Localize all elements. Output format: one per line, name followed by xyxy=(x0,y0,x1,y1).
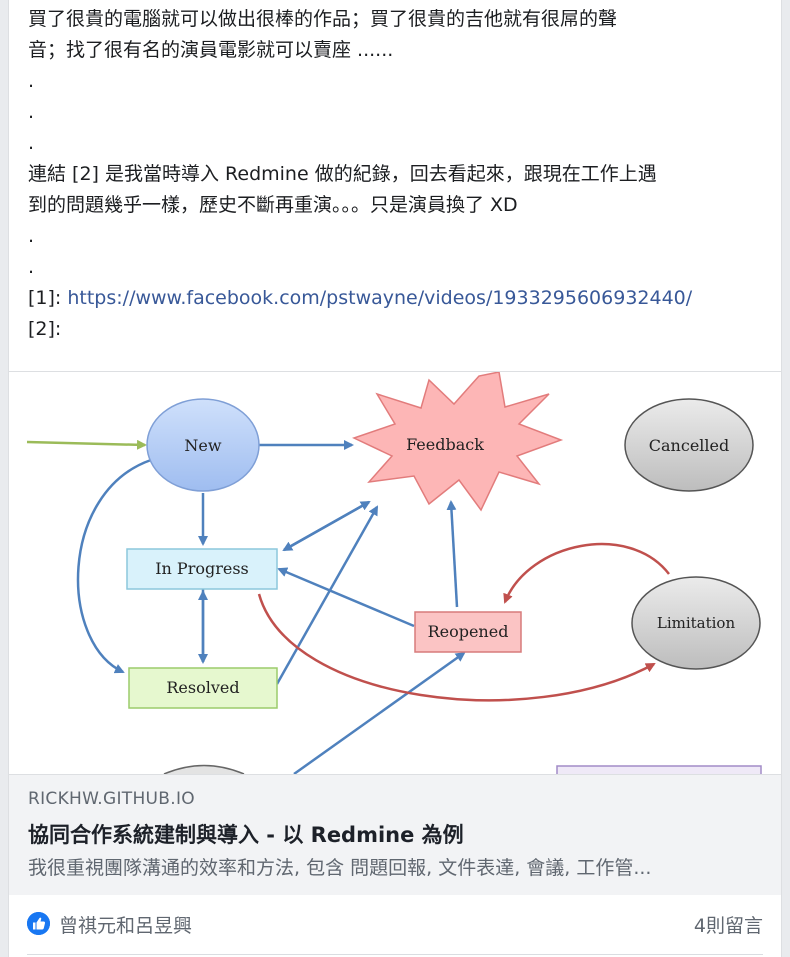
node-partial-box xyxy=(556,765,762,774)
post-line: . xyxy=(28,101,35,123)
post-line: . xyxy=(28,256,35,278)
node-in-progress-label: In Progress xyxy=(155,559,249,578)
link-domain: RICKHW.GITHUB.IO xyxy=(28,789,195,809)
node-feedback-label: Feedback xyxy=(406,435,484,454)
like-icon xyxy=(27,912,50,935)
node-reopened xyxy=(414,611,522,653)
reference-1-link[interactable]: https://www.facebook.com/pstwayne/videos… xyxy=(67,287,693,309)
edge-inprogress-limitation xyxy=(257,593,656,702)
reference-1: [1]: https://www.facebook.com/pstwayne/v… xyxy=(28,283,768,314)
post-line: 買了很貴的電腦就可以做出很棒的作品；買了很貴的吉他就有很屌的聲 xyxy=(28,8,618,30)
node-limitation-label: Limitation xyxy=(657,614,736,632)
link-title[interactable]: 協同合作系統建制與導入 - 以 Redmine 為例 xyxy=(28,823,464,847)
reference-2-label: [2]: xyxy=(28,318,62,340)
edge-resolved-feedback xyxy=(275,505,379,685)
node-reopened-label: Reopened xyxy=(428,622,509,641)
post-text: 買了很貴的電腦就可以做出很棒的作品；買了很貴的吉他就有很屌的聲 音；找了很有名的… xyxy=(28,4,768,345)
link-preview-meta[interactable]: RICKHW.GITHUB.IO 協同合作系統建制與導入 - 以 Redmine… xyxy=(9,774,781,895)
node-cancelled xyxy=(624,398,754,492)
post-line: 連結 [2] 是我當時導入 Redmine 做的紀錄，回去看起來，跟現在工作上遇 xyxy=(28,163,657,185)
redmine-workflow-diagram: New Feedback Cancelled In Progress Limit… xyxy=(26,372,762,774)
post-line: . xyxy=(28,132,35,154)
node-new-label: New xyxy=(184,436,221,455)
post-line: 到的問題幾乎一樣，歷史不斷再重演。。。只是演員換了 XD xyxy=(28,194,518,216)
node-resolved-label: Resolved xyxy=(166,678,239,697)
post-footer: 曾祺元和呂昱興 4則留言 xyxy=(9,894,781,957)
link-preview-image[interactable]: New Feedback Cancelled In Progress Limit… xyxy=(9,372,781,774)
entry-arrow xyxy=(26,439,147,450)
edge-reopened-feedback xyxy=(446,500,459,608)
edge-new-resolved xyxy=(76,458,152,674)
divider xyxy=(27,954,763,955)
edge-reopened-inprogress xyxy=(277,567,415,628)
post-card: 買了很貴的電腦就可以做出很棒的作品；買了很貴的吉他就有很屌的聲 音；找了很有名的… xyxy=(8,0,782,957)
reference-1-label: [1]: xyxy=(28,287,68,309)
node-cancelled-label: Cancelled xyxy=(649,436,729,455)
edge-feedback-inprogress xyxy=(282,500,370,552)
post-line: . xyxy=(28,225,35,247)
node-in-progress xyxy=(126,548,278,590)
edge-limitation-reopened xyxy=(503,542,670,604)
node-new xyxy=(146,398,260,492)
post-line: . xyxy=(28,70,35,92)
post-line: 音；找了很有名的演員電影就可以賣座 ...... xyxy=(28,39,394,61)
link-description: 我很重視團隊溝通的效率和方法, 包含 問題回報, 文件表達, 會議, 工作管..… xyxy=(28,857,652,879)
node-limitation xyxy=(631,576,761,670)
node-partial-ellipse xyxy=(163,764,245,774)
comments-count[interactable]: 4則留言 xyxy=(693,915,763,937)
edge-bottom-reopened xyxy=(293,651,466,774)
node-resolved xyxy=(128,667,278,709)
reactors-text[interactable]: 曾祺元和呂昱興 xyxy=(59,915,193,937)
node-feedback xyxy=(352,372,564,512)
link-preview[interactable]: New Feedback Cancelled In Progress Limit… xyxy=(9,371,781,895)
